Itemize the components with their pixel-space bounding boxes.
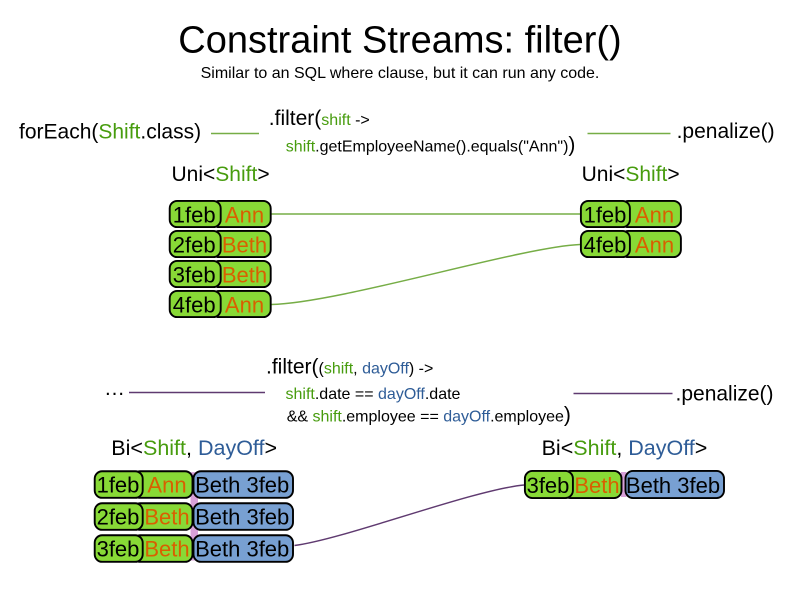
svg-text:Beth 3feb: Beth 3feb: [195, 505, 289, 530]
svg-text:4feb: 4feb: [173, 292, 216, 317]
svg-text:1feb: 1feb: [173, 202, 216, 227]
svg-text:Beth: Beth: [144, 505, 189, 530]
svg-text:shift.getEmployeeName().equals: shift.getEmployeeName().equals("Ann")): [286, 133, 576, 156]
svg-text:Similar to an SQL where clause: Similar to an SQL where clause, but it c…: [201, 65, 600, 82]
svg-text:Bi<Shift, DayOff>: Bi<Shift, DayOff>: [542, 436, 708, 460]
svg-text:4feb: 4feb: [584, 232, 627, 257]
svg-text:Uni<Shift>: Uni<Shift>: [582, 163, 680, 186]
svg-text:Beth 3feb: Beth 3feb: [626, 473, 720, 498]
svg-text:forEach(Shift.class): forEach(Shift.class): [19, 120, 201, 143]
svg-text:3feb: 3feb: [527, 473, 570, 498]
svg-text:.filter(shift ->: .filter(shift ->: [269, 107, 370, 130]
svg-text:1feb: 1feb: [97, 473, 140, 498]
svg-text:Ann: Ann: [635, 232, 674, 257]
svg-text:Ann: Ann: [147, 473, 186, 498]
svg-text:Beth: Beth: [144, 537, 189, 562]
svg-text:shift.date == dayOff.date: shift.date == dayOff.date: [286, 386, 461, 403]
svg-text:3feb: 3feb: [173, 262, 216, 287]
svg-text:Beth 3feb: Beth 3feb: [195, 473, 289, 498]
svg-text:.penalize(): .penalize(): [677, 120, 775, 143]
svg-text:Beth: Beth: [574, 473, 619, 498]
svg-text:Bi<Shift, DayOff>: Bi<Shift, DayOff>: [111, 436, 277, 460]
svg-text:1feb: 1feb: [584, 202, 627, 227]
svg-text:.penalize(): .penalize(): [676, 383, 774, 406]
svg-text:2feb: 2feb: [97, 505, 140, 530]
svg-text:.filter((shift, dayOff) ->: .filter((shift, dayOff) ->: [266, 356, 433, 379]
svg-text:Beth: Beth: [222, 262, 267, 287]
svg-text:Ann: Ann: [225, 292, 264, 317]
svg-text:&& shift.employee == dayOff.em: && shift.employee == dayOff.employee): [287, 404, 571, 427]
svg-text:Constraint Streams: filter(): Constraint Streams: filter(): [178, 20, 621, 62]
svg-text:Ann: Ann: [225, 202, 264, 227]
svg-text:Beth 3feb: Beth 3feb: [195, 537, 289, 562]
svg-text:Ann: Ann: [635, 202, 674, 227]
svg-text:3feb: 3feb: [97, 537, 140, 562]
svg-text:Uni<Shift>: Uni<Shift>: [172, 163, 270, 186]
svg-text:2feb: 2feb: [173, 232, 216, 257]
svg-text:Beth: Beth: [222, 232, 267, 257]
svg-text:…: …: [104, 377, 125, 400]
